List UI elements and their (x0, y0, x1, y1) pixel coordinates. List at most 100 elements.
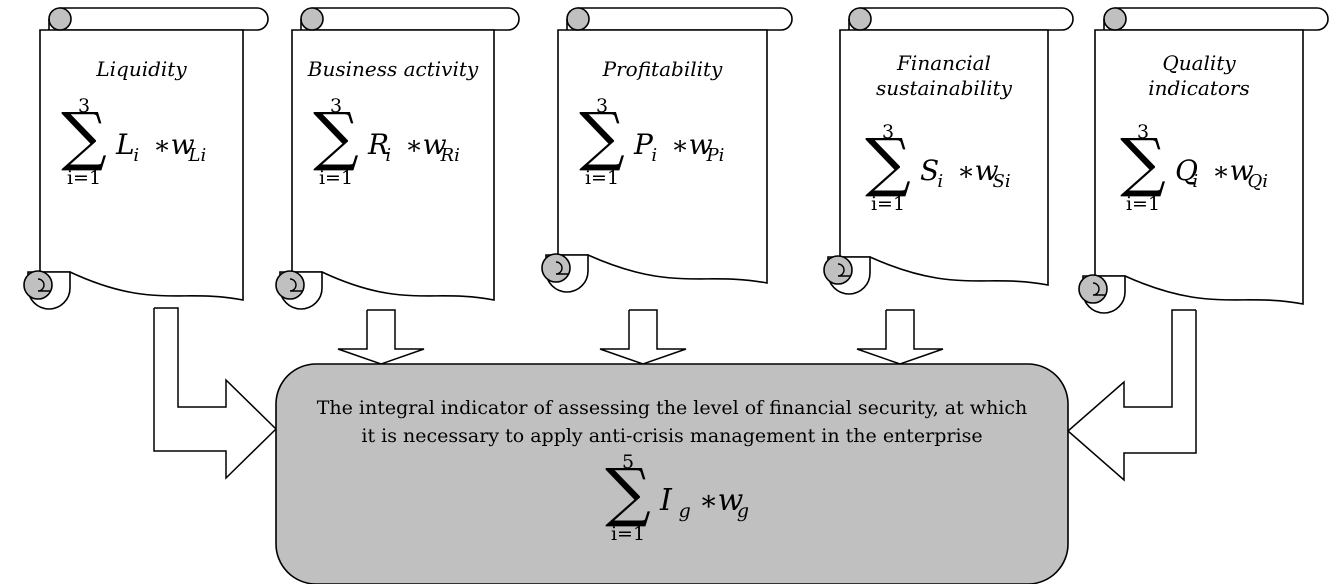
arrow-liquidity (153, 307, 278, 480)
weight-subscript: Qi (1248, 171, 1269, 192)
weight-subscript: Li (188, 145, 207, 166)
weight-variable: w (689, 128, 713, 161)
variable: R (367, 128, 389, 161)
scroll-bottom-curl (541, 253, 571, 283)
variable: P (633, 128, 654, 161)
multiply-symbol: ∗ (699, 484, 718, 517)
variable-subscript: i (385, 145, 391, 166)
upper-limit: 3 (1137, 121, 1149, 143)
scroll-top-roll (1114, 7, 1329, 31)
scroll-title: Financial (896, 51, 991, 75)
multiply-symbol: ∗ (153, 131, 171, 161)
multiply-symbol: ∗ (671, 131, 689, 161)
integral-indicator-text-line-2: it is necessary to apply anti-crisis man… (361, 425, 982, 447)
scroll-bottom-curl (823, 255, 853, 285)
summation-symbol: ∑ (579, 100, 625, 174)
scroll-title: Quality (1162, 51, 1236, 75)
scroll-bottom-curl (23, 270, 53, 300)
lower-limit: i=1 (1126, 193, 1160, 215)
scroll-title: Profitability (602, 57, 723, 81)
integral-variable-subscript: g (679, 500, 691, 522)
multiply-symbol: ∗ (405, 131, 423, 161)
weight-variable: w (975, 154, 999, 187)
scroll-title: Liquidity (95, 57, 187, 81)
variable-subscript: i (937, 171, 943, 192)
scroll-top-roll (577, 7, 793, 31)
scroll-top-curl (1103, 7, 1127, 31)
scroll-sheet (291, 29, 495, 301)
formula: 3i=1∑Pi∗wPi (579, 95, 724, 189)
scroll-sheet (839, 29, 1049, 286)
scroll-bottom-curl-inner (1092, 282, 1105, 296)
arrows-layer (153, 307, 1197, 482)
scroll-bottom-curl (275, 270, 305, 300)
upper-limit: 3 (78, 95, 90, 117)
scroll-sheet (1094, 29, 1304, 305)
summation-symbol: ∑ (313, 100, 359, 174)
scroll-title: indicators (1148, 76, 1250, 100)
scroll-top-roll (311, 7, 520, 31)
arrow-profitability (599, 309, 687, 365)
weight-subscript: Si (993, 171, 1011, 192)
formula: 3i=1∑Li∗wLi (61, 95, 206, 189)
upper-limit: 3 (330, 95, 342, 117)
weight-variable: w (1230, 154, 1254, 187)
weight-variable: w (718, 483, 744, 518)
scroll-title: sustainability (876, 76, 1013, 100)
variable: Q (1175, 154, 1198, 187)
summation-symbol: ∑ (1120, 126, 1166, 200)
variable-subscript: i (133, 145, 139, 166)
weight-variable: w (423, 128, 447, 161)
scroll-top-curl (300, 7, 324, 31)
scroll-top-roll (59, 7, 269, 31)
weight-subscript: Ri (440, 145, 460, 166)
scroll-title: Business activity (307, 57, 479, 81)
integral-variable: I (659, 483, 673, 518)
scroll-bottom-curl (1078, 274, 1108, 304)
multiply-symbol: ∗ (1212, 157, 1230, 187)
scroll-bottom-curl-inner (289, 278, 302, 292)
upper-limit: 3 (882, 121, 894, 143)
lower-limit: i=1 (585, 167, 619, 189)
formula: 3i=1∑Ri∗wRi (313, 95, 460, 189)
scroll-sheet (557, 29, 768, 284)
scroll-sheet (39, 29, 244, 301)
variable-subscript: i (1192, 171, 1198, 192)
lower-limit: i=1 (871, 193, 905, 215)
multiply-symbol: ∗ (957, 157, 975, 187)
weight-subscript: g (737, 500, 749, 522)
upper-limit: 5 (622, 451, 634, 473)
integral-indicator-text-line-1: The integral indicator of assessing the … (317, 397, 1028, 419)
summation-symbol: ∑ (61, 100, 107, 174)
upper-limit: 3 (596, 95, 608, 117)
weight-variable: w (171, 128, 195, 161)
summation-symbol: ∑ (865, 126, 911, 200)
summation-symbol: ∑ (605, 456, 651, 530)
scroll-top-curl (566, 7, 590, 31)
scroll-bottom-curl-inner (37, 278, 50, 292)
variable: L (115, 128, 135, 161)
arrow-business-activity (337, 309, 425, 365)
formula: 3i=1∑Si∗wSi (865, 121, 1010, 215)
lower-limit: i=1 (67, 167, 101, 189)
lower-limit: i=1 (319, 167, 353, 189)
lower-limit: i=1 (611, 523, 645, 545)
scroll-bottom-curl-inner (555, 261, 568, 275)
weight-subscript: Pi (706, 145, 725, 166)
variable: S (920, 154, 939, 187)
arrow-financial-sustainability (856, 309, 944, 365)
integral-indicator-box-shape (275, 363, 1069, 584)
scroll-top-curl (848, 7, 872, 31)
scroll-bottom-curl-inner (837, 263, 850, 277)
variable-subscript: i (651, 145, 657, 166)
scroll-top-curl (48, 7, 72, 31)
formula: 3 i=1∑ Qi ∗wQi (1120, 121, 1268, 215)
